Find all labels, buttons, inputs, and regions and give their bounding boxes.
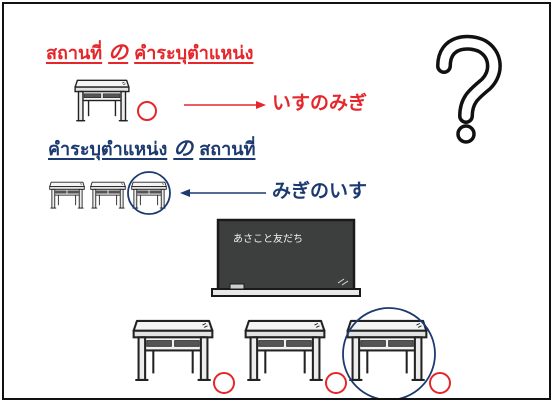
heading-part-place: สถานที่ — [46, 43, 103, 64]
heading-part-position: คำระบุตำแหน่ง — [134, 43, 254, 64]
slide: สถานที่のคำระบุตำแหน่ง いすのみぎ คำระบุตำแหน่… — [2, 2, 551, 400]
school-desk-icon — [346, 319, 428, 381]
position-circle-icon — [137, 101, 157, 121]
heading-place-no-position: สถานที่のคำระบุตำแหน่ง — [46, 42, 253, 63]
question-mark-icon — [436, 34, 502, 144]
school-desk-icon — [131, 181, 167, 209]
school-desk-icon — [74, 79, 130, 122]
caption-migi-no-isu: みぎのいす — [272, 180, 368, 202]
illustration-layer — [49, 34, 502, 398]
position-circle-icon — [325, 372, 347, 394]
blackboard-text: あさこと友だち — [233, 234, 303, 245]
position-circle-icon — [342, 307, 436, 398]
blackboard — [211, 218, 361, 297]
heading-part-place: สถานที่ — [199, 139, 256, 160]
heading-position-no-place: คำระบุตำแหน่งのสถานที่ — [48, 138, 255, 159]
position-circle-icon — [213, 372, 235, 394]
caption-isu-no-migi: いすのみぎ — [272, 92, 368, 114]
school-desk-icon — [90, 181, 126, 209]
school-desk-icon — [244, 319, 326, 381]
school-desk-icon — [132, 319, 214, 381]
arrow-icon — [180, 189, 266, 197]
heading-part-position: คำระบุตำแหน่ง — [48, 139, 168, 160]
heading-particle: の — [108, 40, 129, 64]
arrow-icon — [184, 101, 266, 109]
school-desk-icon — [49, 181, 85, 209]
heading-particle: の — [173, 136, 194, 160]
position-circle-icon — [429, 372, 451, 394]
position-circle-icon — [127, 171, 171, 215]
